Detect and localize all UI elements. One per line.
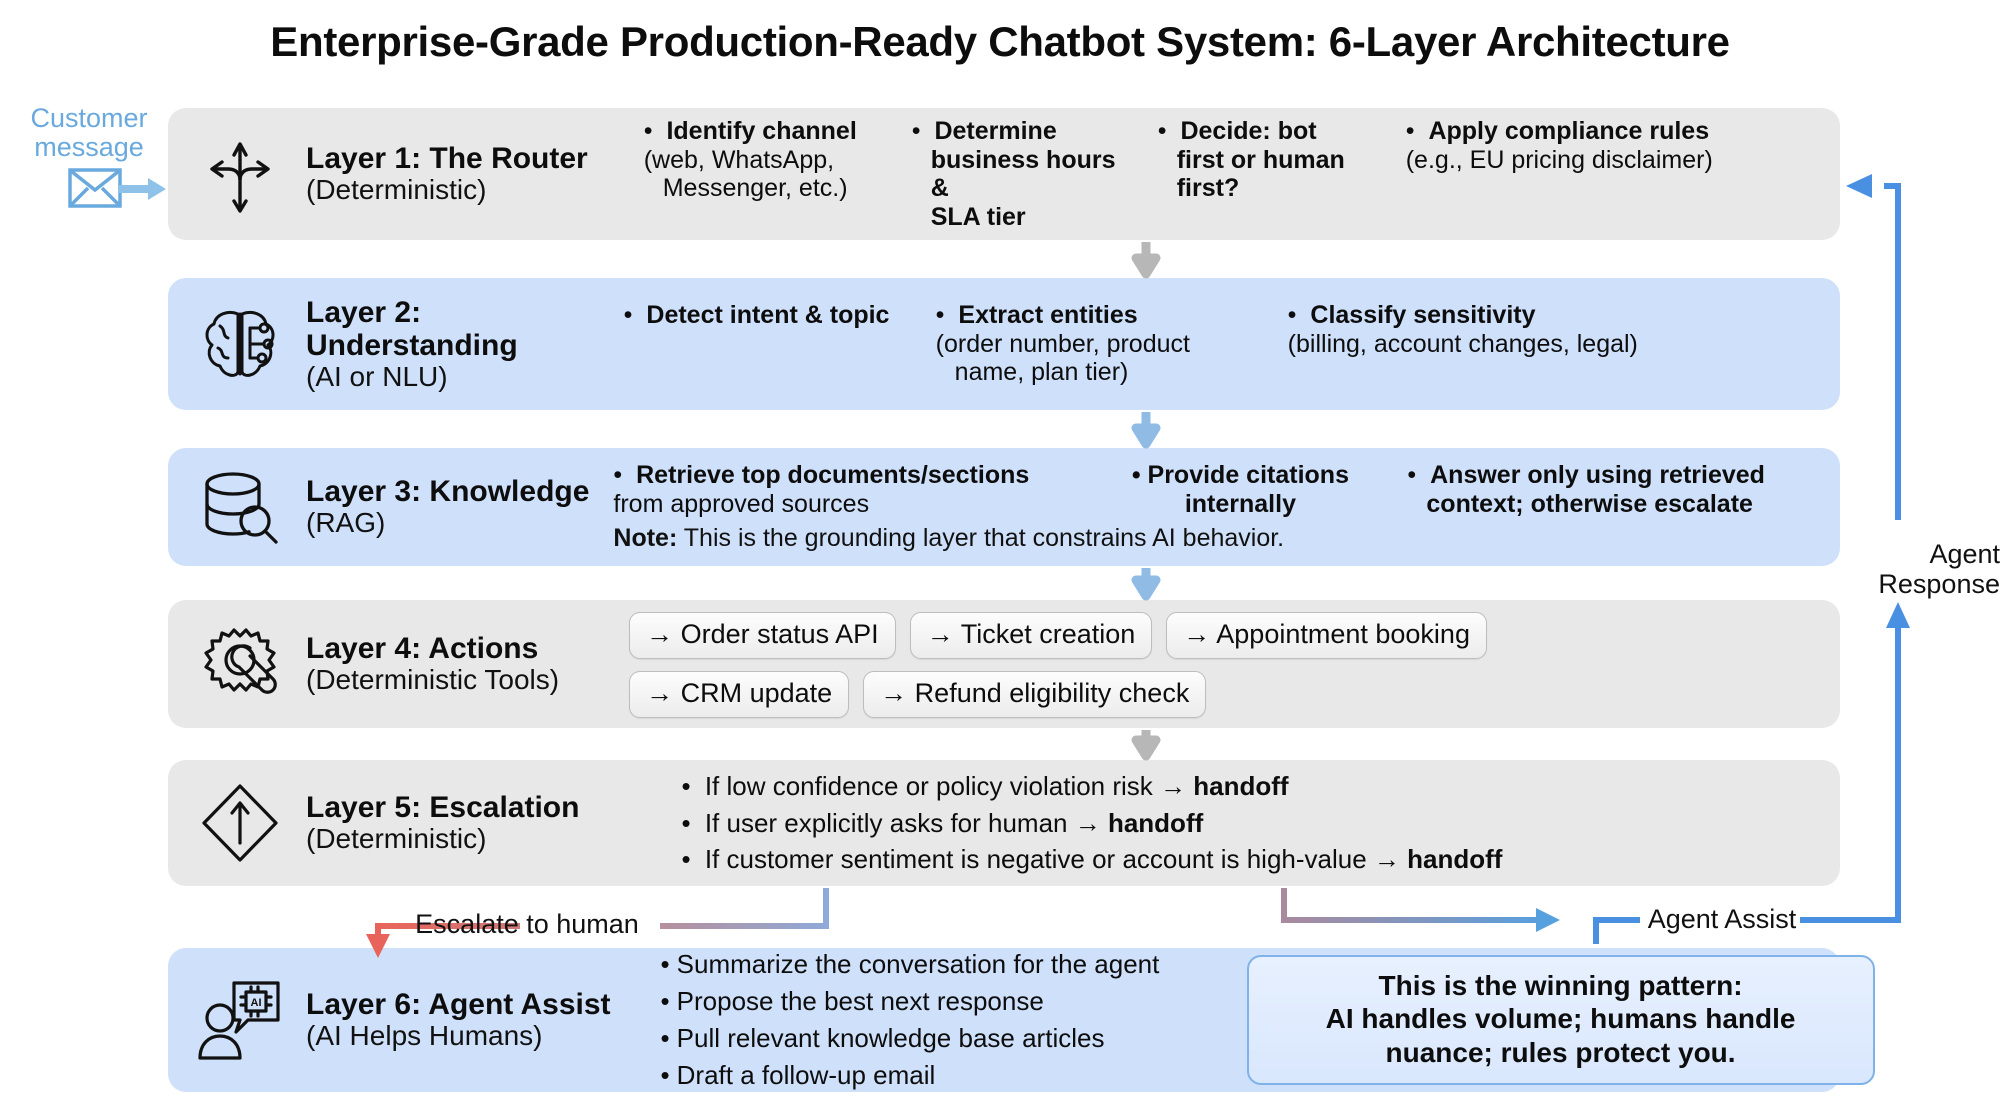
layer-3-bullet-main-1: • Provide citations internally <box>1131 461 1349 518</box>
layer-3-titles: Layer 3: Knowledge (RAG) <box>306 475 589 539</box>
action-pill-appointment-booking[interactable]: → Appointment booking <box>1166 612 1487 659</box>
layer-6-bullet-0: Summarize the conversation for the agent <box>661 946 1221 983</box>
agent-assist-label: Agent Assist <box>1647 904 1797 934</box>
layer-4-sub: (Deterministic Tools) <box>306 664 560 696</box>
layer-1-col-1: Determine business hours & SLA tier <box>912 117 1158 231</box>
layer-6-titles: Layer 6: Agent Assist (AI Helps Humans) <box>306 988 611 1052</box>
layer-3-header: Layer 3: Knowledge (RAG) <box>194 468 589 546</box>
layer-2-sub: (AI or NLU) <box>306 360 448 392</box>
layer-1-bullet-sub-3: (e.g., EU pricing disclaimer) <box>1405 145 1713 174</box>
layer-5-body: If low confidence or policy violation ri… <box>579 768 1840 879</box>
layer-2-bullet-main-1: Extract entities <box>958 301 1138 330</box>
layer-6-header: AI Layer 6: Agent Assist (AI Helps Human… <box>194 978 611 1062</box>
escalation-rule-0: If low confidence or policy violation ri… <box>681 768 1289 805</box>
customer-message-label: Customer message <box>30 103 148 162</box>
layer-6-bullet-3: Draft a follow-up email <box>661 1057 1221 1094</box>
layer-row-3[interactable]: Layer 3: Knowledge (RAG) Retrieve top do… <box>168 448 1840 566</box>
escalation-rule-2: If customer sentiment is negative or acc… <box>681 841 1503 878</box>
layer-1-sub: (Deterministic) <box>306 174 487 206</box>
layer-6-bullet-list: Summarize the conversation for the agent… <box>661 946 1221 1095</box>
action-pill-crm-update[interactable]: → CRM update <box>629 671 850 718</box>
connector-agent-response <box>1846 174 1901 520</box>
layer-3-col-1: • Provide citations internally <box>1095 461 1407 518</box>
layer-5-titles: Layer 5: Escalation (Deterministic) <box>306 791 579 855</box>
brain-circuit-icon <box>194 304 286 384</box>
gear-wrench-icon <box>194 624 286 704</box>
layer-3-note: Note: This is the grounding layer that c… <box>613 524 1840 553</box>
layer-3-sub: (RAG) <box>306 507 386 539</box>
layer-2-col-0: Detect intent & topic <box>624 301 936 330</box>
svg-text:AI: AI <box>251 997 262 1009</box>
database-search-icon <box>194 468 286 546</box>
layer-row-1[interactable]: Layer 1: The Router (Deterministic) Iden… <box>168 108 1840 240</box>
route-split-arrows-icon <box>194 135 286 213</box>
connector-l3-l4 <box>1131 568 1161 601</box>
escalation-rule-1: If user explicitly asks for human → hand… <box>681 805 1203 842</box>
layer-1-titles: Layer 1: The Router (Deterministic) <box>306 142 588 206</box>
layer-row-2[interactable]: Layer 2: Understanding (AI or NLU) Detec… <box>168 278 1840 410</box>
layer-3-col-2: Answer only using retrieved context; oth… <box>1407 461 1829 518</box>
layer-5-header: Layer 5: Escalation (Deterministic) <box>194 781 579 865</box>
connector-l2-l3 <box>1131 412 1161 449</box>
connector-l4-l5 <box>1131 730 1161 761</box>
layer-4-body: → Order status API → Ticket creation → A… <box>559 610 1840 718</box>
layer-2-bullet-sub-2: (billing, account changes, legal) <box>1287 329 1638 358</box>
layer-3-bullet-sub-0: from approved sources <box>613 489 870 518</box>
layer-1-bullet-main-0: Identify channel <box>666 117 857 145</box>
layer-2-bullet-sub-1: (order number, product name, plan tier) <box>935 329 1190 387</box>
layer-3-bullet-main-0: Retrieve top documents/sections <box>636 461 1030 489</box>
action-pill-order-status-api[interactable]: → Order status API <box>629 612 896 659</box>
escalate-to-human-label: Escalate to human <box>415 909 639 939</box>
action-pill-ticket-creation[interactable]: → Ticket creation <box>909 612 1153 659</box>
winning-pattern-callout: This is the winning pattern: AI handles … <box>1246 955 1875 1085</box>
arrow-right-icon <box>118 176 168 207</box>
layer-2-name: Layer 2: Understanding <box>306 295 518 362</box>
layer-4-titles: Layer 4: Actions (Deterministic Tools) <box>306 632 559 696</box>
layer-4-header: Layer 4: Actions (Deterministic Tools) <box>194 624 559 704</box>
layer-2-body: Detect intent & topic Extract entities (… <box>518 301 1840 387</box>
layer-1-bullet-main-2: Decide: bot first or human first? <box>1176 117 1345 202</box>
layer-2-header: Layer 2: Understanding (AI or NLU) <box>194 296 518 393</box>
layer-2-col-2: Classify sensitivity (billing, account c… <box>1288 301 1730 358</box>
layer-2-bullet-main-2: Classify sensitivity <box>1310 301 1536 330</box>
layer-1-col-2: Decide: bot first or human first? <box>1158 117 1406 203</box>
layer-5-name: Layer 5: Escalation <box>306 791 580 825</box>
layer-1-col-3: Apply compliance rules (e.g., EU pricing… <box>1406 117 1768 174</box>
layer-3-note-label: Note: <box>613 524 678 552</box>
page-title: Enterprise-Grade Production-Ready Chatbo… <box>270 18 1730 65</box>
layer-3-name: Layer 3: Knowledge <box>306 475 590 509</box>
layer-3-note-text: This is the grounding layer that constra… <box>677 524 1285 552</box>
layer-3-body: Retrieve top documents/sections from app… <box>589 461 1840 553</box>
layer-5-sub: (Deterministic) <box>306 823 487 855</box>
layer-3-col-0: Retrieve top documents/sections from app… <box>613 461 1095 518</box>
layer-1-body: Identify channel (web, WhatsApp, Messeng… <box>588 117 1840 231</box>
layer-2-bullet-main-0: Detect intent & topic <box>646 301 890 330</box>
layer-6-bullet-1: Propose the best next response <box>661 983 1221 1020</box>
person-ai-chat-icon: AI <box>194 978 286 1062</box>
layer-1-bullet-main-3: Apply compliance rules <box>1428 117 1710 145</box>
layer-6-bullet-2: Pull relevant knowledge base articles <box>661 1020 1221 1057</box>
layer-2-col-1: Extract entities (order number, product … <box>936 301 1288 387</box>
layer-4-name: Layer 4: Actions <box>306 632 539 666</box>
layer-1-col-0: Identify channel (web, WhatsApp, Messeng… <box>644 117 912 203</box>
layer-row-6[interactable]: AI Layer 6: Agent Assist (AI Helps Human… <box>168 948 1875 1092</box>
layer-4-pill-list: → Order status API → Ticket creation → A… <box>629 610 1489 718</box>
layer-row-5[interactable]: Layer 5: Escalation (Deterministic) If l… <box>168 760 1840 886</box>
agent-response-label: Agent Response <box>1878 539 2000 599</box>
layer-1-header: Layer 1: The Router (Deterministic) <box>194 135 588 213</box>
layer-2-titles: Layer 2: Understanding (AI or NLU) <box>306 296 518 393</box>
connector-l1-l2 <box>1131 242 1161 279</box>
layer-row-4[interactable]: Layer 4: Actions (Deterministic Tools) →… <box>168 600 1840 728</box>
layer-6-sub: (AI Helps Humans) <box>306 1020 543 1052</box>
layer-6-name: Layer 6: Agent Assist <box>306 988 611 1022</box>
layer-3-bullet-main-2: Answer only using retrieved context; oth… <box>1426 461 1765 518</box>
layer-6-body: Summarize the conversation for the agent… <box>611 946 1875 1095</box>
diamond-up-arrow-icon <box>194 781 286 865</box>
action-pill-refund-eligibility-check[interactable]: → Refund eligibility check <box>863 671 1207 718</box>
layer-1-bullet-sub-0: (web, WhatsApp, Messenger, etc.) <box>643 145 848 203</box>
envelope-icon <box>68 168 122 213</box>
layer-1-bullet-main-1: Determine business hours & SLA tier <box>930 117 1116 231</box>
layer-1-name: Layer 1: The Router <box>306 142 588 176</box>
